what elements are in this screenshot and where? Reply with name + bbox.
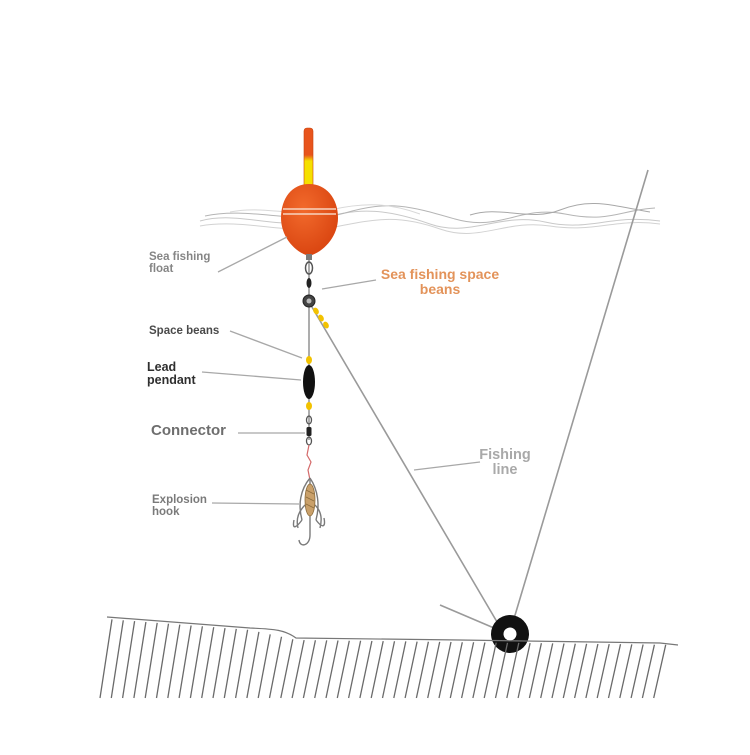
label-line: pendant: [147, 373, 196, 388]
seabed-hatch-stroke: [121, 620, 136, 699]
label-line: float: [149, 263, 174, 276]
seabed-hatch-stroke: [110, 620, 124, 699]
seabed-hatch-stroke: [573, 643, 588, 699]
reel-icon: [491, 615, 529, 653]
seabed-hatch-stroke: [562, 643, 576, 699]
seabed-hatch-stroke: [381, 641, 396, 699]
callout-leaders: [201, 236, 481, 505]
label-line: line: [492, 462, 518, 479]
seabed-hatch-stroke: [404, 641, 418, 699]
seabed-hatch-stroke: [347, 640, 362, 699]
seabed: [99, 616, 679, 699]
label-line: Explosion: [152, 494, 207, 506]
seabed-hatch-stroke: [449, 642, 463, 699]
seabed-hatch-stroke: [291, 639, 305, 699]
lead-weight-icon: [303, 356, 315, 410]
seabed-hatch-stroke: [653, 644, 667, 699]
seabed-hatch-stroke: [619, 644, 633, 699]
seabed-hatch-stroke: [167, 624, 181, 699]
label-explosion-hook: Explosion hook: [152, 494, 207, 518]
seabed-hatch-stroke: [472, 642, 486, 699]
seabed-hatch-stroke: [336, 640, 350, 699]
seabed-hatch-stroke: [528, 643, 543, 699]
swivel-icon: [302, 261, 316, 308]
seabed-hatch-stroke: [438, 641, 452, 699]
water-surface: [199, 203, 661, 234]
label-line: Fishing: [479, 447, 531, 463]
seabed-hatch-stroke: [189, 626, 204, 699]
seabed-hatch-stroke: [427, 641, 441, 699]
seabed-hatch-stroke: [325, 640, 339, 699]
seabed-hatch-stroke: [393, 641, 407, 699]
seabed-hatch-stroke: [551, 643, 565, 699]
seabed-hatch-stroke: [155, 623, 170, 699]
label-lead-pendant: Lead pendant: [147, 360, 196, 388]
seabed-hatch-stroke: [517, 642, 531, 699]
seabed-hatch-stroke: [302, 640, 317, 699]
seabed-hatch-stroke: [641, 644, 656, 699]
seabed-hatch-stroke: [144, 622, 158, 699]
seabed-hatch-stroke: [234, 629, 249, 699]
label-sea-fishing-float: Sea fishing float: [149, 251, 210, 275]
seabed-hatch-stroke: [133, 621, 147, 699]
seabed-hatch-stroke: [201, 627, 215, 699]
seabed-hatch-stroke: [99, 619, 113, 699]
label-sea-fishing-space-beans: Sea fishing space beans: [360, 267, 520, 296]
seabed-hatch-stroke: [212, 627, 226, 699]
seabed-hatch-stroke: [314, 640, 328, 699]
label-line: hook: [152, 506, 180, 519]
seabed-hatch-stroke: [540, 643, 554, 699]
label-line: Lead: [147, 360, 177, 374]
seabed-hatch-stroke: [630, 644, 644, 699]
label-connector: Connector: [151, 422, 226, 439]
label-line: beans: [419, 280, 461, 297]
seabed-hatch-stroke: [585, 643, 599, 699]
seabed-hatch-stroke: [223, 628, 237, 699]
seabed-hatch-stroke: [359, 640, 373, 699]
label-line: Sea fishing: [149, 251, 211, 263]
seabed-hatch-stroke: [268, 636, 283, 699]
seabed-hatch-stroke: [246, 631, 260, 699]
seabed-hatch-stroke: [370, 640, 384, 699]
hook-icon: [292, 477, 326, 546]
seabed-hatch-stroke: [178, 625, 192, 699]
seabed-hatch-stroke: [460, 642, 475, 699]
fishing-line: [308, 169, 649, 633]
label-space-beans: Space beans: [149, 325, 220, 337]
connector-icon: [305, 415, 313, 446]
seabed-hatch-stroke: [415, 641, 430, 699]
seabed-hatch-stroke: [494, 642, 509, 699]
seabed-hatch-stroke: [257, 634, 271, 699]
seabed-hatch-stroke: [280, 639, 294, 699]
label-line: Sea fishing space: [380, 266, 500, 282]
seabed-hatch-stroke: [483, 642, 497, 699]
label-fishing-line: Fishing line: [470, 447, 540, 479]
seabed-hatch-stroke: [596, 643, 610, 699]
seabed-hatch-stroke: [506, 642, 520, 699]
float-icon: [281, 127, 338, 260]
space-beans-angled: [313, 307, 329, 329]
hook-leader: [306, 444, 312, 481]
seabed-hatch-stroke: [607, 644, 622, 699]
